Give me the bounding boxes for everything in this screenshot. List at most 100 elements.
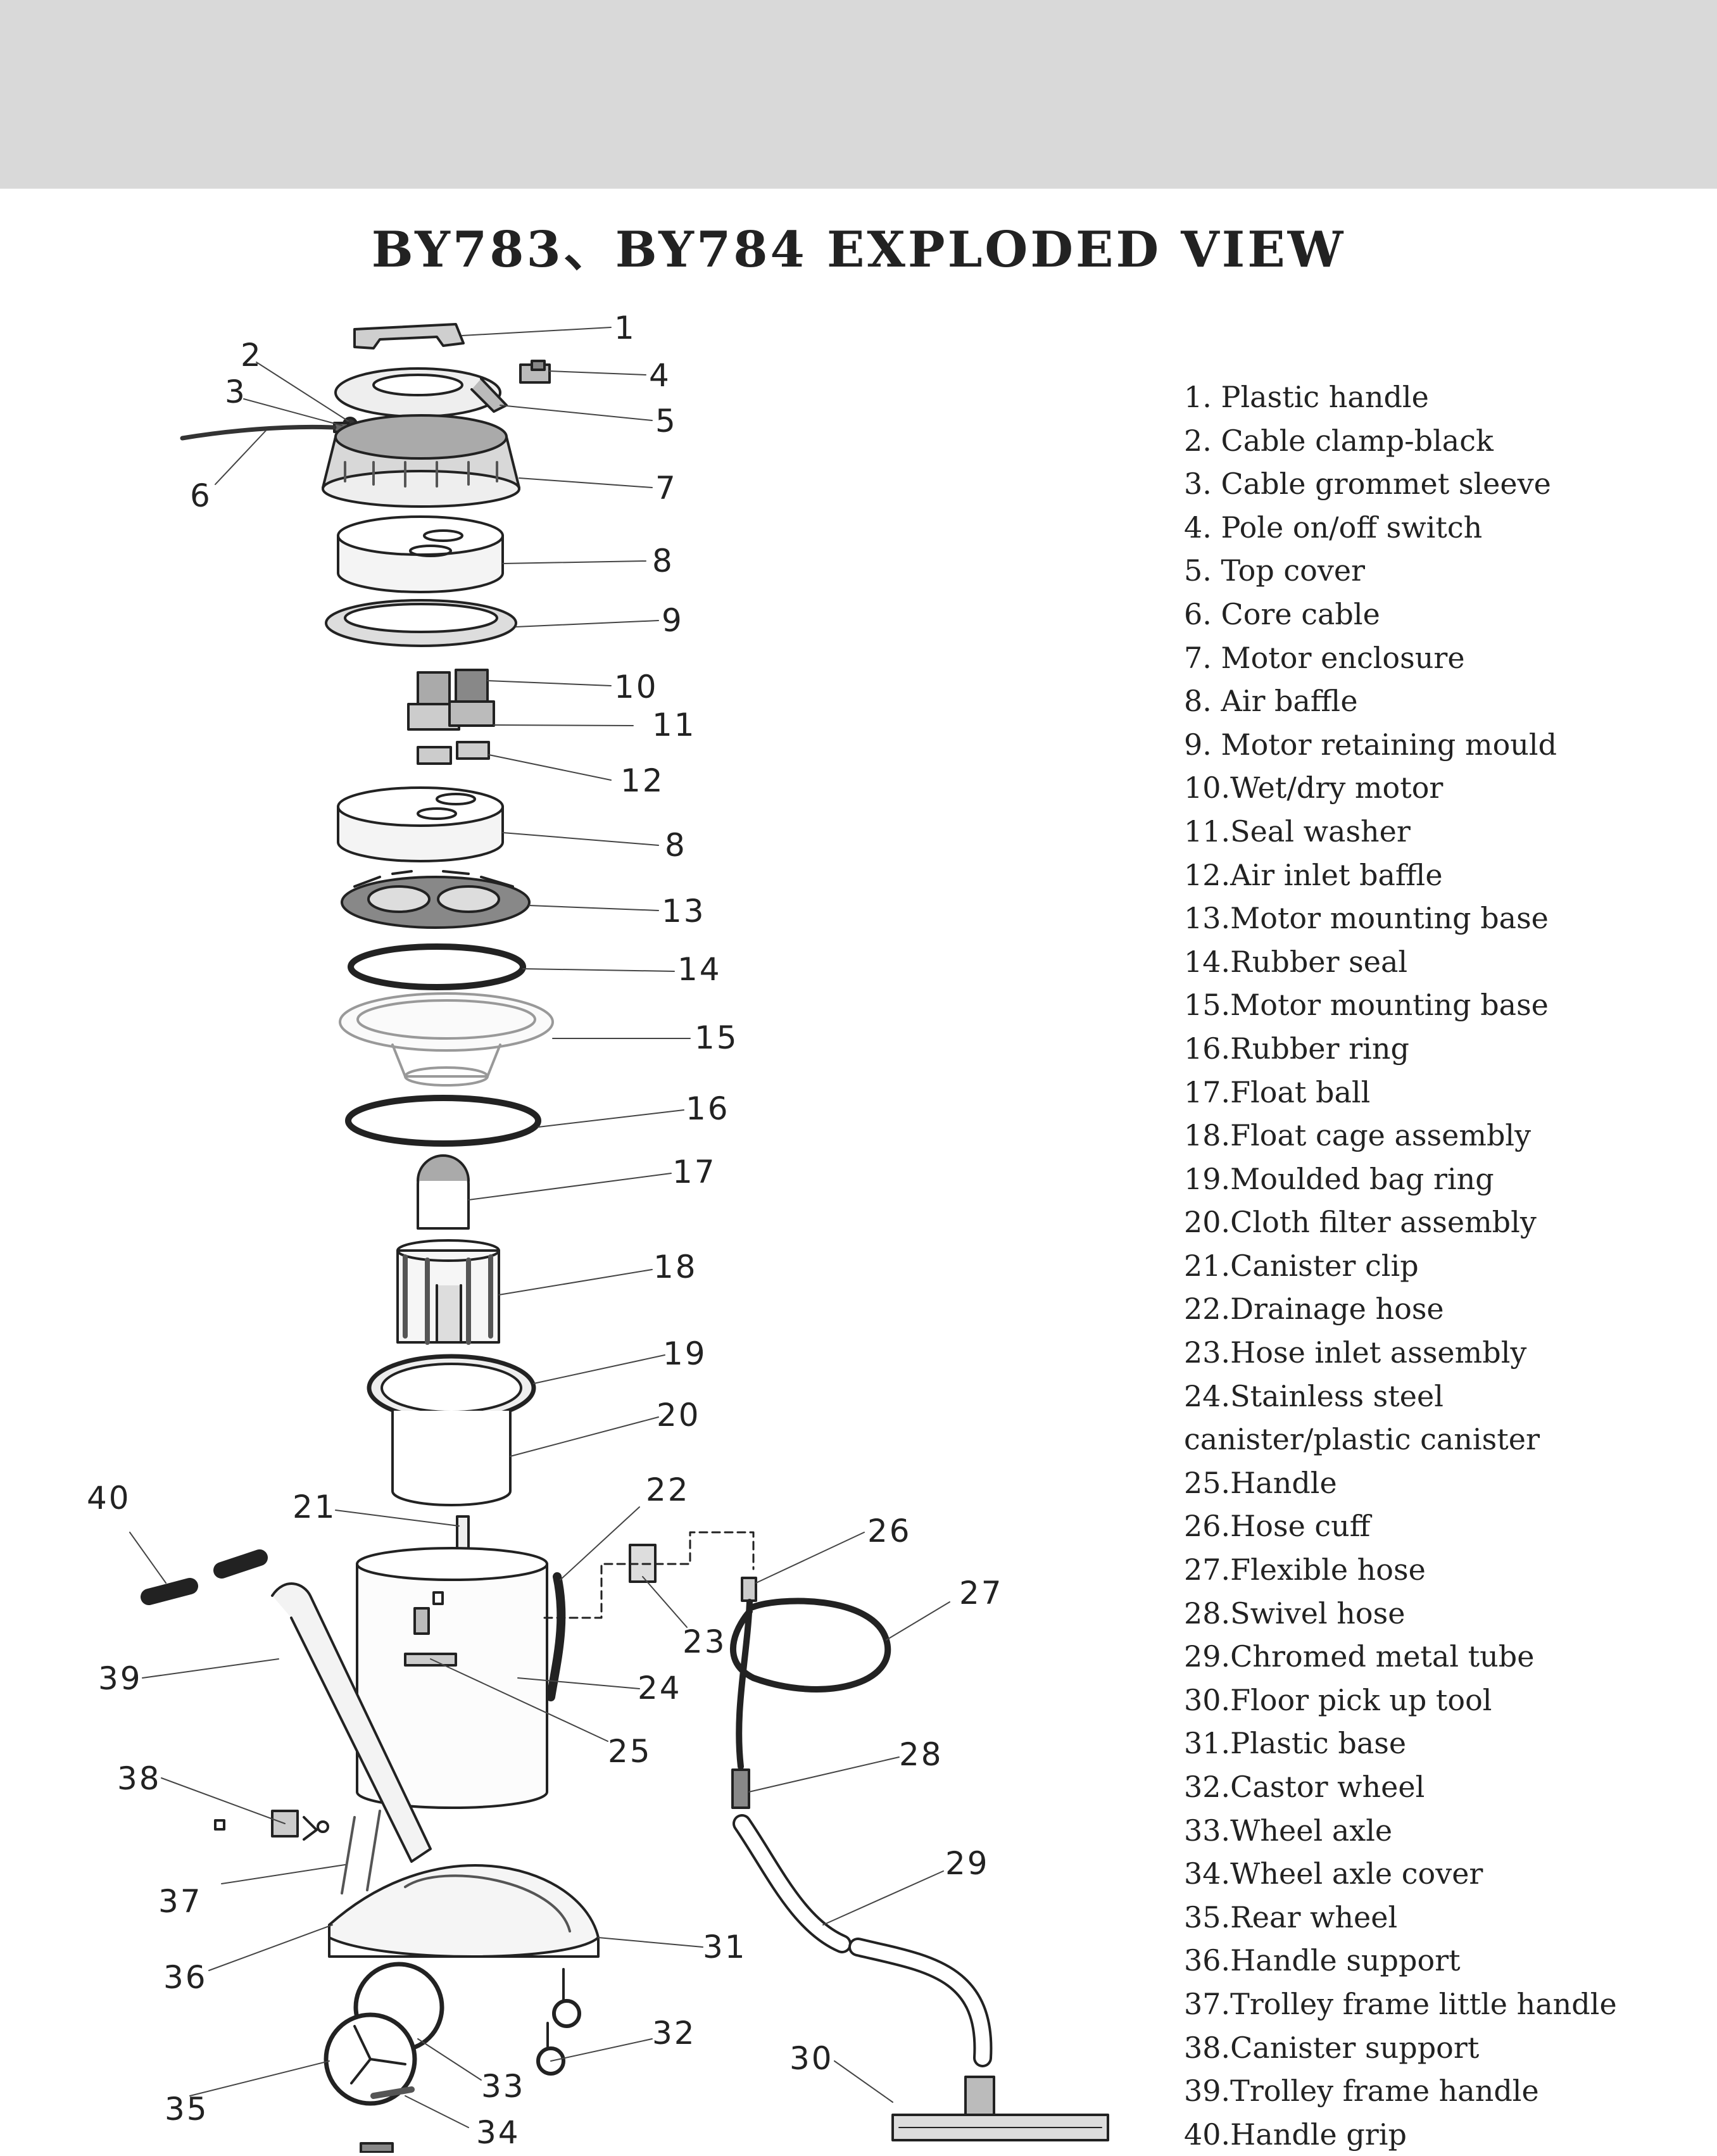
plastic-handle-part	[353, 323, 465, 350]
legend-item: 35.Rear wheel	[1184, 1900, 1398, 1934]
callout-31: 31	[703, 1929, 747, 1965]
callout-1: 1	[614, 310, 636, 346]
legend-item: 12.Air inlet baffle	[1184, 857, 1443, 892]
wet-dry-motor-part	[407, 669, 495, 731]
legend-item: 18.Float cage assembly	[1184, 1118, 1531, 1153]
legend-item: 11.Seal washer	[1184, 814, 1411, 848]
rubber-ring-part	[345, 1095, 541, 1147]
callout-15: 15	[695, 1019, 739, 1056]
cable-parts	[180, 417, 358, 441]
legend-item: 21.Canister clip	[1184, 1248, 1419, 1283]
callout-7: 7	[655, 470, 677, 507]
motor-mounting-base-part	[341, 870, 531, 929]
page-title: BY783、BY784 EXPLODED VIEW	[371, 221, 1346, 279]
callout-26: 26	[867, 1513, 912, 1549]
callout-numbers: 1 2 3 4 5 6 7 8 9 10 11 12 8 13 14 15 16…	[87, 310, 1003, 2151]
legend-item: 5. Top cover	[1184, 553, 1366, 588]
legend-item: 3. Cable grommet sleeve	[1184, 467, 1551, 501]
legend-item: 8. Air baffle	[1184, 684, 1358, 719]
callout-17: 17	[672, 1154, 717, 1190]
callout-27: 27	[959, 1575, 1003, 1611]
motor-mounting-base-2-part	[339, 992, 554, 1087]
air-inlet-baffle-part	[417, 741, 490, 765]
callout-21: 21	[292, 1489, 337, 1525]
legend-item: 1. Plastic handle	[1184, 380, 1429, 414]
legend-item: 13.Motor mounting base	[1184, 901, 1549, 936]
callout-33: 33	[481, 2068, 525, 2105]
air-baffle-upper-part	[337, 515, 504, 593]
metal-tube-part	[733, 1814, 993, 2067]
legend-item: 36.Handle support	[1184, 1943, 1461, 1978]
callout-25: 25	[608, 1733, 652, 1770]
rear-wheel-part	[324, 1962, 444, 2153]
legend-item: 33.Wheel axle	[1184, 1813, 1393, 1848]
canister-support-part	[214, 1810, 329, 1841]
callout-11: 11	[652, 707, 696, 743]
callout-23: 23	[682, 1623, 727, 1660]
callout-8b: 8	[665, 827, 687, 864]
legend-item: 29.Chromed metal tube	[1184, 1639, 1535, 1674]
legend-item: 24.Stainless steel	[1184, 1378, 1443, 1413]
callout-38: 38	[117, 1760, 161, 1797]
legend-item: 15.Motor mounting base	[1184, 988, 1549, 1023]
handle-grip-part	[141, 1549, 268, 1605]
legend-item: canister/plastic canister	[1184, 1422, 1540, 1457]
callout-16: 16	[686, 1090, 730, 1127]
callout-4: 4	[649, 357, 671, 394]
legend-item: 6. Core cable	[1184, 596, 1380, 631]
legend-item: 34.Wheel axle cover	[1184, 1857, 1483, 1891]
legend-item: 40.Handle grip	[1184, 2117, 1407, 2152]
legend-item: 4. Pole on/off switch	[1184, 510, 1483, 545]
callout-34: 34	[476, 2114, 520, 2151]
callout-12: 12	[620, 762, 665, 799]
callout-39: 39	[98, 1660, 142, 1697]
callout-22: 22	[646, 1472, 690, 1508]
legend-item: 9. Motor retaining mould	[1184, 727, 1557, 762]
callout-6: 6	[190, 477, 212, 514]
switch-part	[519, 360, 551, 384]
callout-40: 40	[87, 1480, 131, 1516]
callout-8a: 8	[652, 543, 674, 579]
callout-18: 18	[653, 1249, 698, 1285]
legend-item: 27.Flexible hose	[1184, 1553, 1426, 1587]
callout-3: 3	[225, 374, 247, 410]
callout-5: 5	[655, 403, 677, 439]
leader-lines	[129, 327, 950, 2128]
float-cage-part	[396, 1239, 500, 1345]
legend-item: 16.Rubber ring	[1184, 1031, 1409, 1066]
rubber-seal-part	[348, 943, 526, 990]
legend-item: 14.Rubber seal	[1184, 944, 1408, 979]
legend-item: 37.Trolley frame little handle	[1184, 1986, 1617, 2021]
canister-clip-part	[456, 1515, 470, 1553]
callout-35: 35	[165, 2091, 209, 2128]
canister-part	[356, 1547, 548, 1809]
legend-item: 22.Drainage hose	[1184, 1292, 1444, 1327]
parts-legend: 1. Plastic handle 2. Cable clamp-black 3…	[1184, 375, 1690, 2156]
callout-20: 20	[657, 1397, 701, 1434]
callout-13: 13	[662, 893, 706, 930]
legend-item: 25.Handle	[1184, 1465, 1337, 1500]
trolley-base-part	[271, 1582, 600, 1958]
legend-item: 17.Float ball	[1184, 1075, 1371, 1109]
legend-item: 19.Moulded bag ring	[1184, 1161, 1494, 1196]
legend-item: 23.Hose inlet assembly	[1184, 1335, 1527, 1370]
flexible-hose-part	[729, 1577, 891, 1770]
motor-retaining-mould-part	[325, 599, 517, 647]
callout-19: 19	[663, 1335, 707, 1372]
drainage-hose-part	[546, 1572, 566, 1701]
legend-item: 38.Canister support	[1184, 2030, 1480, 2065]
legend-item: 20.Cloth filter assembly	[1184, 1205, 1537, 1240]
legend-item: 7. Motor enclosure	[1184, 640, 1465, 675]
floor-tool-part	[891, 2076, 1109, 2141]
callout-29: 29	[945, 1845, 990, 1882]
legend-item: 39.Trolley frame handle	[1184, 2074, 1539, 2109]
legend-item: 2. Cable clamp-black	[1184, 423, 1494, 458]
callout-14: 14	[677, 951, 722, 988]
legend-item: 30.Floor pick up tool	[1184, 1682, 1492, 1717]
header-band	[0, 0, 1717, 189]
swivel-hose-part	[731, 1768, 750, 1809]
callout-24: 24	[638, 1670, 682, 1706]
callout-10: 10	[614, 669, 658, 705]
callout-30: 30	[789, 2040, 834, 2077]
